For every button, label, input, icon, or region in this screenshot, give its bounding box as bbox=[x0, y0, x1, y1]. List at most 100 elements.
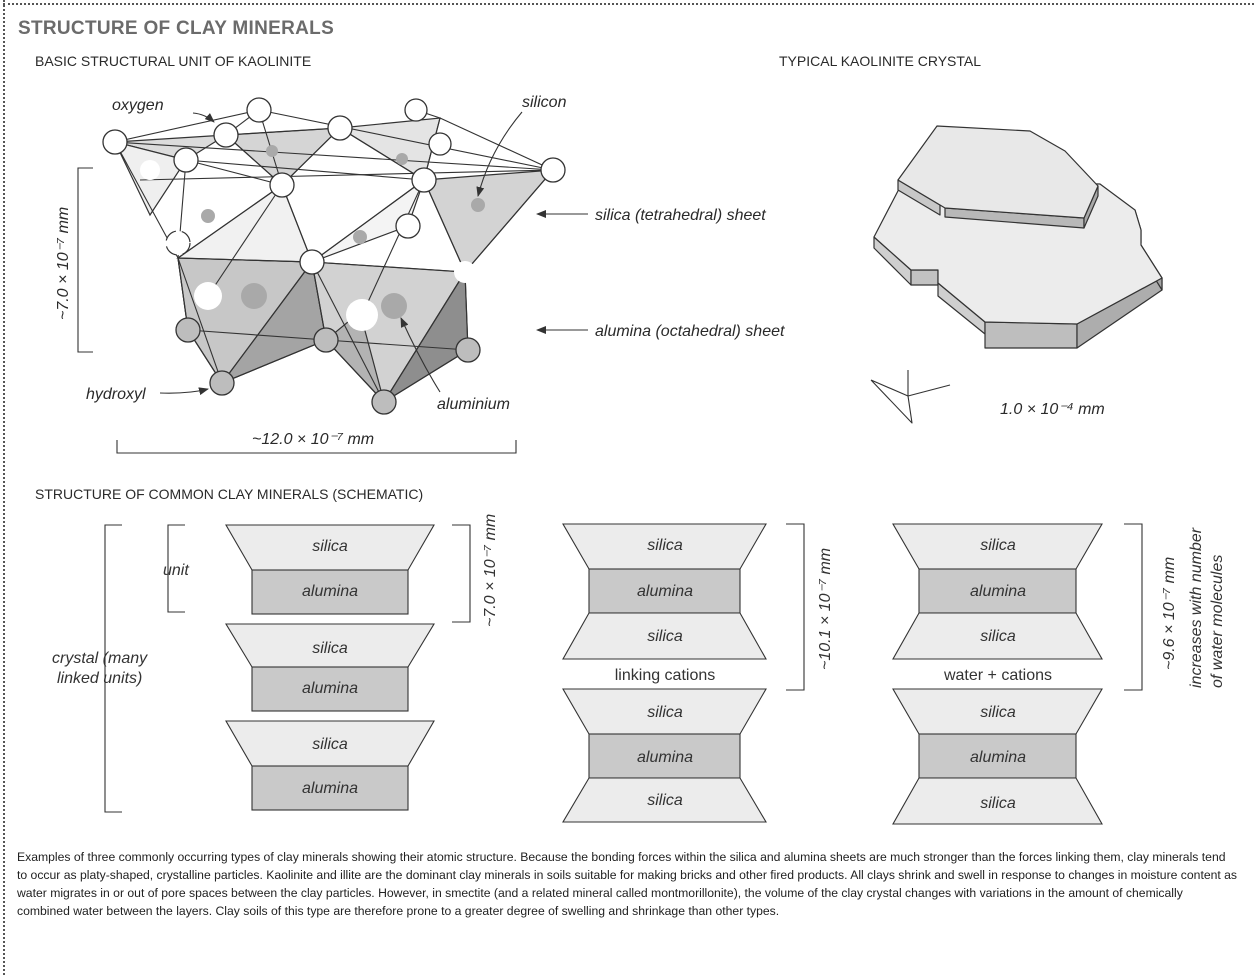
silica-label: silica bbox=[980, 628, 1016, 645]
alumina-label: alumina bbox=[637, 749, 693, 766]
hydroxyl-atom bbox=[175, 317, 201, 343]
oxygen-arrow bbox=[192, 112, 215, 123]
width-bracket bbox=[116, 440, 517, 454]
dotted-frame-left bbox=[3, 0, 5, 975]
hydroxyl-groups bbox=[175, 317, 481, 415]
schematic-illite-labels: silica alumina silica linking cations si… bbox=[615, 523, 834, 809]
oxygen-atom bbox=[428, 132, 452, 156]
illite-dimension: ~10.1 × 10⁻⁷ mm bbox=[817, 548, 834, 670]
oxygen-atom bbox=[140, 160, 160, 180]
tetrahedron-face-4 bbox=[423, 169, 555, 274]
alumina-block bbox=[918, 568, 1077, 614]
hydroxyl-atom bbox=[209, 370, 235, 396]
silica-label: silica bbox=[647, 537, 683, 554]
smectite-note-line1: increases with number bbox=[1188, 527, 1205, 688]
inner-atoms bbox=[201, 145, 485, 319]
height-bracket bbox=[77, 167, 93, 353]
silica-block bbox=[562, 612, 767, 660]
molecule-annotations: oxygen silicon hydroxyl aluminium silica… bbox=[55, 94, 785, 454]
kaolinite-dimension: ~7.0 × 10⁻⁷ mm bbox=[482, 514, 499, 627]
width-dimension: ~12.0 × 10⁻⁷ mm bbox=[252, 431, 374, 448]
oxygen-atom bbox=[327, 115, 353, 141]
unit-label: unit bbox=[163, 562, 189, 579]
page-title: STRUCTURE OF CLAY MINERALS bbox=[18, 18, 335, 39]
dotted-frame-top bbox=[3, 3, 1254, 5]
schematic-smectite bbox=[892, 523, 1103, 825]
oxygen-atom bbox=[173, 147, 199, 173]
silica-label: silica bbox=[647, 792, 683, 809]
unit-bracket bbox=[167, 524, 185, 613]
schematic-heading: STRUCTURE OF COMMON CLAY MINERALS (SCHEM… bbox=[35, 486, 424, 502]
silica-label: silica bbox=[312, 640, 348, 657]
schematic-smectite-labels: silica alumina silica water + cations si… bbox=[943, 523, 1226, 812]
aluminium-atom bbox=[381, 293, 407, 319]
silicon-arrow bbox=[476, 111, 523, 197]
oxygen-atom bbox=[411, 167, 437, 193]
crystal-bracket bbox=[104, 524, 122, 813]
schematic-kaolinite bbox=[225, 524, 435, 811]
alumina-label: alumina bbox=[302, 680, 358, 697]
aluminium-atom bbox=[241, 283, 267, 309]
kaolinite-molecule bbox=[102, 97, 566, 415]
oxygen-atom bbox=[540, 157, 566, 183]
alumina-label: alumina bbox=[970, 583, 1026, 600]
silica-label: silica bbox=[980, 537, 1016, 554]
silica-block bbox=[892, 777, 1103, 825]
oxygen-atom bbox=[299, 249, 325, 275]
aluminium-arrow bbox=[400, 317, 441, 393]
silica-block bbox=[562, 777, 767, 823]
silica-label: silica bbox=[647, 704, 683, 721]
axis-indicator bbox=[870, 370, 951, 424]
hydroxyl-atom bbox=[313, 327, 339, 353]
alumina-block bbox=[251, 765, 409, 811]
silicon-atom bbox=[396, 153, 408, 165]
aluminium-label: aluminium bbox=[437, 396, 510, 413]
oxygen-atom bbox=[194, 282, 222, 310]
silicon-atom bbox=[266, 145, 278, 157]
oxygen-atom bbox=[404, 98, 428, 122]
hydroxyl-atom bbox=[455, 337, 481, 363]
silica-block bbox=[892, 612, 1103, 660]
oxygen-atom bbox=[269, 172, 295, 198]
oxygen-atom bbox=[246, 97, 272, 123]
crystal-upper-plate bbox=[897, 125, 1099, 219]
kaolinite-crystal bbox=[870, 125, 1163, 424]
crystal-side-face bbox=[910, 269, 939, 286]
oxygen-label: oxygen bbox=[112, 97, 164, 114]
oxygen-atom bbox=[165, 230, 191, 256]
alumina-sheet-label: alumina (octahedral) sheet bbox=[595, 323, 785, 340]
silica-label: silica bbox=[980, 704, 1016, 721]
oxygen-atoms bbox=[102, 97, 566, 275]
smectite-dim-bracket bbox=[1124, 523, 1143, 691]
alumina-block bbox=[588, 568, 741, 614]
tetrahedron-face-6 bbox=[176, 184, 313, 263]
alumina-block bbox=[251, 666, 409, 712]
oxygen-atom bbox=[346, 299, 378, 331]
alumina-label: alumina bbox=[302, 583, 358, 600]
silica-label: silica bbox=[312, 736, 348, 753]
silica-sheet-label: silica (tetrahedral) sheet bbox=[595, 207, 766, 224]
alumina-label: alumina bbox=[637, 583, 693, 600]
oxygen-atom bbox=[454, 261, 476, 283]
crystal-label-line1: crystal (many bbox=[52, 650, 148, 667]
silica-label: silica bbox=[980, 795, 1016, 812]
smectite-note-line2: of water molecules bbox=[1209, 555, 1226, 688]
alumina-label: alumina bbox=[302, 780, 358, 797]
hydroxyl-atom bbox=[371, 389, 397, 415]
silica-label: silica bbox=[312, 538, 348, 555]
basic-unit-heading: BASIC STRUCTURAL UNIT OF KAOLINITE bbox=[35, 53, 312, 69]
height-dimension: ~7.0 × 10⁻⁷ mm bbox=[55, 207, 72, 320]
oxygen-atom bbox=[213, 122, 239, 148]
silicon-atom bbox=[201, 209, 215, 223]
crystal-heading: TYPICAL KAOLINITE CRYSTAL bbox=[779, 53, 982, 69]
schematic-illite bbox=[562, 523, 767, 823]
silicon-label: silicon bbox=[522, 94, 567, 111]
crystal-size: 1.0 × 10⁻⁴ mm bbox=[1000, 401, 1105, 418]
silicon-atom bbox=[353, 230, 367, 244]
alumina-block bbox=[588, 733, 741, 779]
water-cations-label: water + cations bbox=[943, 667, 1052, 684]
alumina-block bbox=[251, 569, 409, 615]
oxygen-atoms-soft bbox=[140, 160, 476, 331]
